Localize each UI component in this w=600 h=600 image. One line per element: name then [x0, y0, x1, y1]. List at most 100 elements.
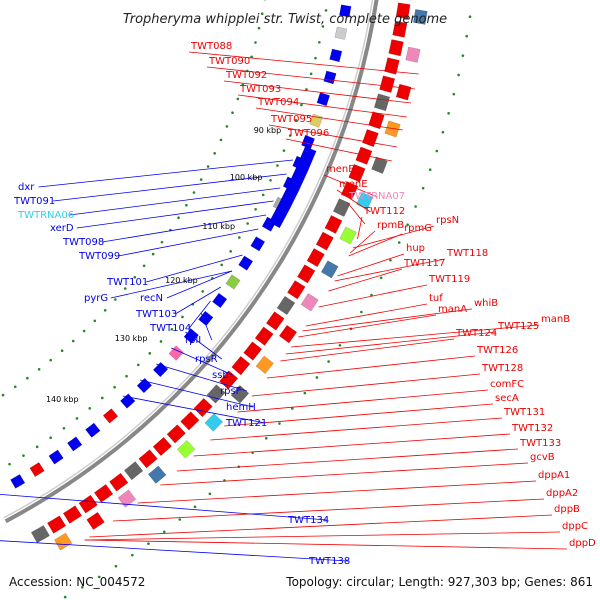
inner-gene-label: rpsR	[195, 354, 218, 365]
outer-leader-line	[346, 201, 366, 225]
outer-gene-block	[206, 384, 226, 404]
inner-gene-block	[102, 408, 119, 424]
tick-dot-inner	[93, 319, 97, 323]
outer-leader-line	[188, 51, 419, 75]
tick-dot-inner	[49, 358, 53, 362]
tick-dot-outer	[406, 223, 409, 226]
outer-gene-block	[384, 120, 401, 138]
outer-leader-line	[285, 138, 392, 162]
outer-gene-label: dppA2	[546, 488, 578, 499]
ruler-label: 90 kbp	[254, 126, 282, 135]
tick-dot-middle	[276, 164, 279, 167]
inner-gene-block	[250, 236, 266, 252]
tick-dot-outer	[461, 54, 465, 57]
tick-dot-inner	[213, 152, 216, 155]
tick-dot-middle	[305, 88, 308, 91]
tick-dot-outer	[327, 360, 330, 363]
tick-dot-outer	[338, 343, 342, 347]
tick-dot-inner	[123, 287, 127, 290]
inner-gene-label: TWT103	[135, 309, 177, 320]
outer-gene-block	[340, 181, 359, 200]
tick-dot-outer	[193, 505, 197, 509]
outer-gene-label: gcvB	[530, 452, 555, 463]
tick-dot-inner	[219, 138, 223, 142]
tick-dot-inner	[250, 55, 253, 59]
tick-dot-middle	[62, 426, 66, 430]
tick-dot-outer	[63, 595, 67, 599]
outer-gene-label: dppC	[562, 521, 588, 532]
tick-dot-middle	[170, 328, 174, 331]
tick-dot-middle	[254, 207, 257, 211]
tick-dot-inner	[114, 298, 117, 301]
inner-gene-label: TWT098	[62, 237, 104, 248]
tick-dot-inner	[103, 308, 107, 312]
inner-gene-label: ssb	[212, 370, 229, 381]
tick-dot-outer	[435, 149, 439, 153]
outer-gene-label: secA	[495, 393, 519, 404]
outer-gene-block	[180, 411, 200, 431]
outer-gene-label: manA	[438, 304, 467, 315]
inner-leader-line	[156, 363, 247, 392]
inner-leader-line	[200, 312, 213, 341]
inner-gene-label: hemH	[226, 402, 256, 413]
inner-gene-label: TWT138	[308, 556, 350, 567]
inner-gene-block	[136, 377, 153, 394]
outer-leader-line	[210, 417, 503, 441]
inner-gene-block	[225, 274, 241, 290]
outer-gene-label: menE	[339, 179, 368, 190]
outer-leader-line	[223, 80, 412, 104]
inner-gene-block	[48, 449, 64, 465]
tick-dot-outer	[97, 575, 101, 579]
tick-dot-outer	[291, 407, 294, 410]
tick-dot-inner	[133, 275, 137, 279]
genome-backbone	[3, 0, 379, 524]
inner-gene-label: dxr	[18, 182, 35, 193]
outer-leader-line	[237, 389, 489, 413]
outer-gene-block	[78, 494, 98, 514]
outer-gene-label: rpmB	[377, 220, 404, 231]
outer-leader-line	[334, 258, 446, 282]
inner-leader-line	[0, 540, 349, 562]
outer-gene-block	[152, 436, 173, 457]
ruler-label: 140 kbp	[46, 395, 79, 404]
tick-dot-middle	[125, 374, 128, 378]
inner-gene-label: rplI	[185, 335, 201, 346]
tick-dot-middle	[159, 340, 163, 343]
outer-gene-block	[287, 280, 306, 300]
outer-leader-line	[318, 284, 428, 308]
inner-gene-block	[120, 393, 136, 409]
outer-leader-line	[290, 324, 540, 348]
outer-leader-line	[84, 531, 561, 541]
tick-dot-inner	[151, 252, 155, 256]
inner-leader-line	[166, 270, 233, 299]
outer-leader-line	[280, 338, 455, 362]
outer-gene-label: TWT118	[446, 248, 488, 259]
outer-gene-label: TWT093	[239, 84, 281, 95]
outer-gene-label: TWT095	[270, 114, 312, 125]
outer-gene-block	[332, 198, 351, 217]
map-title: Tropheryma whipplei str. Twist, complete…	[123, 12, 447, 27]
inner-leader-line	[38, 159, 294, 188]
outer-gene-block	[320, 260, 339, 279]
tick-dot-inner	[160, 240, 164, 244]
outer-leader-line	[251, 373, 481, 397]
outer-gene-block	[176, 440, 196, 459]
outer-leader-lines	[84, 51, 568, 550]
outer-gene-label: menB	[326, 164, 355, 175]
tick-dot-middle	[201, 290, 204, 293]
outer-gene-block	[53, 532, 73, 551]
outer-gene-label: TWT132	[511, 423, 553, 434]
outer-gene-label: hup	[406, 243, 425, 254]
tick-dot-outer	[162, 530, 166, 534]
inner-leader-line	[76, 200, 274, 229]
outer-gene-block	[371, 156, 388, 174]
outer-gene-block	[306, 248, 325, 268]
tick-dot-middle	[100, 396, 104, 400]
inner-gene-block	[85, 422, 101, 438]
inner-gene-label: TWT121	[225, 418, 267, 429]
outer-gene-block	[348, 163, 366, 183]
outer-gene-block	[339, 226, 357, 245]
tick-dot-inner	[257, 26, 261, 30]
accession-label: Accession: NC_004572	[9, 575, 145, 589]
tick-dot-middle	[288, 134, 292, 137]
